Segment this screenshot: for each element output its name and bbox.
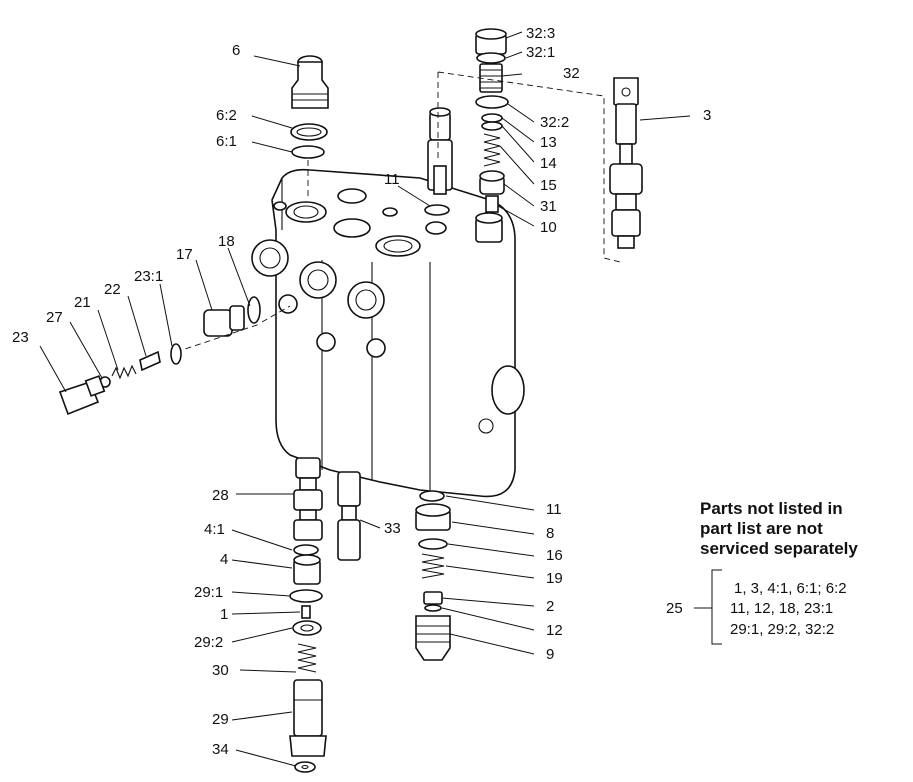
part-13-14-15-spring [481,113,503,167]
callout-2: 2 [546,598,554,615]
callout-29: 29 [212,711,229,728]
part-10-valve [485,195,499,213]
part-11-top-oring [424,204,450,216]
callout-32-1: 32:1 [526,44,555,61]
part-9-cap [415,615,451,661]
callout-12: 12 [546,622,563,639]
callout-23-1: 23:1 [134,268,163,285]
part-32-screw [479,63,503,93]
callout-28: 28 [212,487,229,504]
leader-lines [39,31,691,767]
part-4-nut [293,554,321,585]
note-line-1: Parts not listed in [700,499,843,518]
callout-23: 23 [12,329,29,346]
callout-10: 10 [540,219,557,236]
callout-11-bottom: 11 [546,501,562,518]
part-18-oring [247,296,261,324]
part-33-spool [337,471,361,561]
part-16-ring [418,538,448,550]
part-34-washer [294,761,316,773]
callout-19: 19 [546,570,563,587]
callout-6-1: 6:1 [216,133,237,150]
callout-30: 30 [212,662,229,679]
callout-21: 21 [74,294,91,311]
part-31-seat [479,170,505,195]
part-4-1-oring [293,544,319,556]
part-2-washer [423,591,443,605]
callout-22: 22 [104,281,121,298]
kit-25-list: 25 1, 3, 4:1, 6:1; 6:2 11, 12, 18, 23:1 … [666,569,847,645]
callout-1: 1 [220,606,228,623]
part-32-1-ring [476,52,506,64]
part-spool-top [427,107,453,195]
part-11-bottom-oring [419,490,445,502]
valve-housing [251,168,525,498]
callout-14: 14 [540,155,557,172]
part-32-3-cap [475,28,507,55]
part-29-1-oring [289,589,323,603]
callout-31: 31 [540,198,557,215]
part-22-piston [139,350,161,372]
callout-32-2: 32:2 [540,114,569,131]
callout-33: 33 [384,520,401,537]
part-29-2-washer [292,620,322,636]
part-30-spring [297,643,317,673]
callout-15: 15 [540,177,557,194]
part-12-oring [424,604,442,612]
callout-6: 6 [232,42,240,59]
callout-16: 16 [546,547,563,564]
service-note: Parts not listed in part list are not se… [700,499,858,558]
kit-number: 25 [666,600,683,617]
part-6-2-ring [290,123,328,141]
part-21-spring [111,364,137,380]
part-1-pin [301,605,311,619]
callout-29-1: 29:1 [194,584,223,601]
note-line-2: part list are not [700,519,823,538]
callout-17: 17 [176,246,193,263]
callout-6-2: 6:2 [216,107,237,124]
part-28-spool [293,457,323,541]
part-23-cap [58,375,106,416]
part-32-2-oring [475,95,509,109]
callout-18: 18 [218,233,235,250]
callout-8: 8 [546,525,554,542]
callout-11-top: 11 [384,171,400,188]
callout-13: 13 [540,134,557,151]
part-6-plug [291,55,329,109]
part-23-1-oring [170,343,182,365]
part-6-1-oring [291,145,325,159]
callout-32: 32 [563,65,580,82]
kit-line-3: 29:1, 29:2, 32:2 [730,621,834,638]
part-8-bushing [415,503,451,531]
side-port-bosses [251,239,386,358]
callout-9: 9 [546,646,554,663]
kit-line-1: 1, 3, 4:1, 6:1; 6:2 [734,580,847,597]
note-line-3: serviced separately [700,539,858,558]
part-19-spring [421,553,445,579]
callout-labels: 6 6:2 6:1 32:3 32:1 32 3 32:2 13 14 15 3… [12,25,711,758]
callout-32-3: 32:3 [526,25,555,42]
part-29-housing [289,679,327,757]
callout-3: 3 [703,107,711,124]
callout-27: 27 [46,309,63,326]
part-3-rod [609,77,643,249]
callout-4: 4 [220,551,228,568]
callout-29-2: 29:2 [194,634,223,651]
callout-34: 34 [212,741,229,758]
kit-line-2: 11, 12, 18, 23:1 [730,600,833,617]
callout-4-1: 4:1 [204,521,225,538]
part-17-plug [203,305,245,337]
